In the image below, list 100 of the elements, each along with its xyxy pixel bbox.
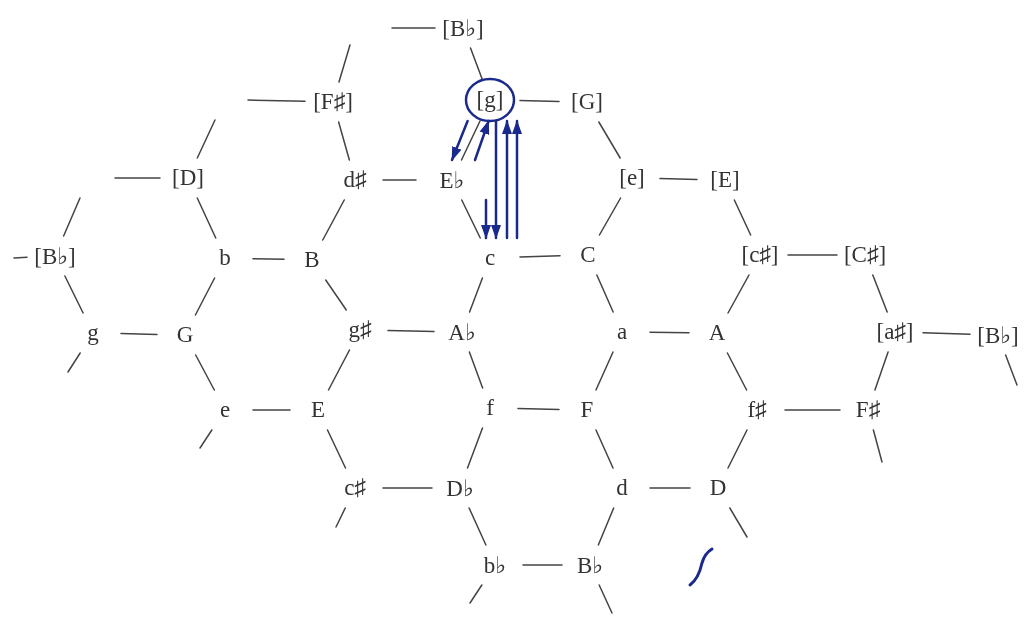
note-label: g♯ — [332, 310, 388, 350]
arrow — [481, 198, 491, 240]
connector-line — [252, 409, 291, 411]
connector-line — [598, 584, 613, 614]
connector-line — [729, 507, 748, 538]
connector-line — [468, 507, 487, 546]
connector-line — [519, 99, 560, 103]
connector-line — [247, 99, 306, 103]
connector-line — [199, 429, 213, 449]
connector-line — [874, 351, 889, 391]
connector-line — [598, 121, 621, 159]
connector-line — [252, 257, 285, 261]
arrow — [491, 119, 501, 240]
connector-line — [1004, 354, 1018, 386]
connector-line — [727, 274, 750, 314]
connector-line — [62, 197, 81, 237]
note-label: c♯ — [327, 468, 383, 508]
note-label: G — [157, 315, 213, 355]
note-label: [a♯] — [867, 312, 923, 352]
connector-line — [649, 487, 691, 489]
connector-line — [595, 351, 614, 391]
connector-line — [461, 199, 481, 239]
connector-line — [382, 179, 417, 181]
connector-line — [469, 584, 483, 604]
connector-line — [922, 332, 971, 335]
note-label: F — [559, 390, 615, 430]
note-label: a — [594, 312, 650, 352]
connector-line — [517, 407, 560, 411]
connector-line — [120, 332, 158, 336]
connector-line — [387, 329, 435, 333]
connector-line — [522, 564, 563, 566]
connector-line — [733, 199, 752, 236]
note-label: g — [65, 313, 121, 353]
connector-line — [382, 487, 433, 489]
connector-line — [338, 44, 351, 83]
note-label: f — [462, 388, 518, 428]
connector-line — [391, 27, 436, 29]
note-label: E♭ — [416, 160, 488, 200]
connector-line — [322, 199, 345, 241]
connector-line — [13, 256, 28, 259]
connector-line — [67, 352, 81, 373]
note-label: C — [560, 235, 616, 275]
note-label: d — [594, 468, 650, 508]
connector-line — [194, 277, 216, 316]
connector-line — [324, 279, 348, 311]
note-label: [G] — [559, 82, 615, 122]
note-label: d♯ — [327, 160, 383, 200]
arrow — [512, 119, 522, 240]
note-label: b♭ — [467, 545, 523, 585]
connector-line — [468, 351, 484, 389]
connector-line — [335, 507, 346, 528]
connector-line — [597, 507, 615, 546]
note-label: [F♯] — [305, 82, 361, 122]
connector-line — [872, 429, 883, 463]
note-label: e — [197, 390, 253, 430]
connector-line — [519, 255, 561, 258]
connector-line — [64, 275, 84, 314]
note-label: c — [460, 238, 520, 278]
connector-line — [596, 274, 614, 313]
connector-line — [468, 277, 484, 313]
note-label: [e] — [604, 158, 660, 198]
connector-line — [194, 354, 216, 391]
note-label: [D] — [160, 158, 216, 198]
connector-line — [469, 47, 483, 80]
note-label: [B♭] — [970, 315, 1026, 355]
connector-line — [598, 197, 622, 236]
note-label: [c♯] — [732, 235, 788, 275]
note-label: A — [689, 313, 745, 353]
note-label: A♭ — [434, 312, 490, 352]
connector-line — [466, 427, 484, 469]
connector-line — [784, 409, 841, 411]
connector-line — [659, 177, 698, 181]
connector-line — [326, 429, 347, 469]
connector-line — [196, 119, 216, 159]
note-label: D — [690, 468, 746, 508]
connector-line — [726, 352, 748, 391]
note-label: [B♭] — [435, 8, 491, 48]
arrow — [473, 119, 490, 162]
note-label: f♯ — [729, 390, 785, 430]
connector-line — [196, 197, 217, 239]
note-label: F♯ — [840, 390, 896, 430]
connector-line — [727, 429, 748, 469]
note-label: b — [197, 238, 253, 278]
connector-line — [595, 429, 614, 469]
connector-line — [460, 120, 481, 161]
arrow — [450, 119, 469, 162]
arrow — [502, 119, 512, 240]
note-label: D♭ — [432, 468, 488, 508]
connector-line — [787, 254, 838, 256]
note-label: E — [290, 390, 346, 430]
note-label: B — [284, 240, 340, 280]
connector-line — [327, 349, 351, 391]
connector-line — [872, 274, 888, 313]
connector-line — [649, 331, 690, 334]
note-label: [C♯] — [837, 235, 893, 275]
note-label: [B♭] — [27, 236, 83, 276]
connector-line — [337, 121, 351, 161]
note-label: [E] — [697, 160, 753, 200]
connector-line — [114, 177, 161, 179]
note-label: B♭ — [562, 545, 618, 585]
